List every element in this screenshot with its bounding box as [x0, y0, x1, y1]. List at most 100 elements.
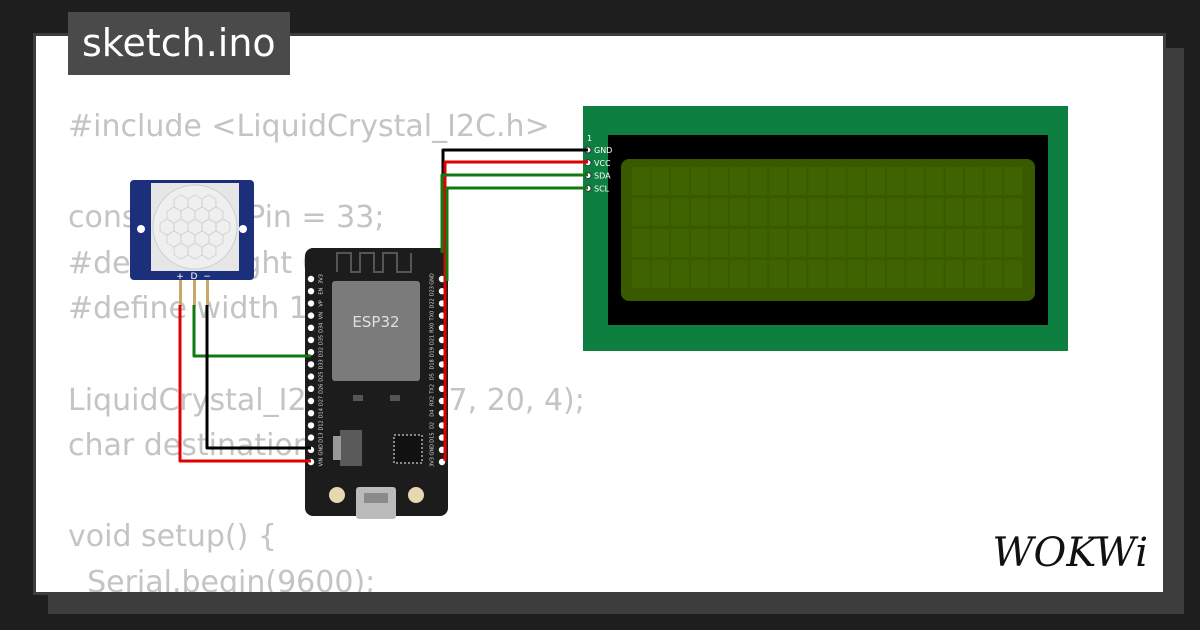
- pir-leg-vcc: [179, 280, 182, 306]
- esp32-pin-left[interactable]: [307, 288, 315, 295]
- esp32-pin-left[interactable]: [307, 434, 315, 441]
- lcd-cell: [926, 198, 944, 226]
- lcd-cell: [847, 260, 866, 288]
- esp32-pin-left[interactable]: [307, 397, 315, 405]
- esp32-pin-label: GND: [430, 444, 436, 456]
- lcd-cell: [828, 260, 846, 288]
- esp32-pin-label: D15: [430, 432, 436, 442]
- lcd-cell: [769, 260, 787, 288]
- smd-part: [390, 395, 400, 401]
- esp32-pin-label: D35: [319, 335, 325, 345]
- esp32-pin-left[interactable]: [307, 336, 315, 344]
- esp32-pin-left[interactable]: [307, 349, 315, 356]
- lcd-pin-label: GND: [594, 146, 612, 155]
- esp32-pin-label: D19: [430, 347, 436, 357]
- pir-sensor[interactable]: + D −: [130, 180, 254, 306]
- regulator: [340, 430, 362, 466]
- lcd-cell: [808, 167, 826, 195]
- lcd-cell: [847, 167, 866, 195]
- file-tab[interactable]: sketch.ino: [68, 12, 290, 75]
- lcd-cell: [710, 229, 728, 257]
- esp32-pin-left[interactable]: [307, 275, 315, 283]
- wire-pir-vcc: [178, 305, 311, 463]
- lcd-cell: [788, 260, 807, 288]
- esp32-pin-label: EN: [319, 287, 325, 294]
- lcd-cell: [965, 260, 983, 288]
- lcd-cell: [632, 198, 650, 226]
- lcd-cell: [808, 229, 826, 257]
- antenna-trace: [336, 252, 412, 273]
- esp32-pin-label: VN: [319, 312, 325, 319]
- esp32-pin-label: D33: [319, 359, 325, 369]
- reset-button[interactable]: [408, 487, 424, 503]
- lcd-cell: [788, 229, 807, 257]
- lcd-cell: [730, 229, 748, 257]
- smd-part: [353, 395, 363, 401]
- esp32-pin-left[interactable]: [307, 385, 315, 392]
- lcd-cell: [867, 167, 885, 195]
- lcd-cell: [710, 167, 728, 195]
- esp32-pin-label: D5: [430, 373, 436, 380]
- esp32-pin-left[interactable]: [307, 312, 315, 319]
- lcd-cell: [671, 167, 689, 195]
- esp32-pin-left[interactable]: [307, 422, 315, 429]
- esp32-pin-left[interactable]: [307, 410, 315, 417]
- lcd-cell: [671, 198, 689, 226]
- wire-pir-out: [192, 305, 311, 358]
- lcd-cell: [945, 198, 964, 226]
- esp32-pin-label: 3V3: [430, 457, 436, 467]
- pir-leg-out: [193, 280, 196, 306]
- lcd-cell: [632, 260, 650, 288]
- esp32-pin-label: D23: [430, 286, 436, 296]
- code-line: Serial.begin(9600);: [68, 564, 376, 595]
- lcd-cell: [651, 229, 670, 257]
- esp32-pin-label: D32: [319, 347, 325, 357]
- lcd-cell: [651, 260, 670, 288]
- esp32-pin-left[interactable]: [307, 300, 315, 307]
- lcd-cell: [926, 229, 944, 257]
- lcd-cell: [867, 260, 885, 288]
- mount-hole: [137, 225, 145, 233]
- lcd-cell: [749, 167, 768, 195]
- esp32-pin-label: VP: [319, 300, 325, 306]
- lcd-cell: [984, 167, 1003, 195]
- esp32-pin-left[interactable]: [307, 324, 315, 331]
- esp32-board[interactable]: ESP32 3V3ENVPVND34D35D32D33D25D26D27D14D…: [305, 248, 448, 519]
- lcd-cell: [965, 229, 983, 257]
- esp32-pin-label: GND: [319, 444, 325, 456]
- code-line: #include <LiquidCrystal_I2C.h>: [68, 109, 550, 144]
- lcd-cell: [867, 198, 885, 226]
- lcd-cell: [945, 167, 964, 195]
- esp32-pin-label: D4: [430, 410, 436, 417]
- lcd-cell: [1004, 198, 1022, 226]
- lcd-cell: [730, 198, 748, 226]
- esp32-pin-left[interactable]: [307, 373, 315, 380]
- mount-hole: [239, 225, 247, 233]
- esp32-pin-label: D27: [319, 396, 325, 406]
- lcd-cell: [710, 198, 728, 226]
- pir-pin-out-label: D: [191, 272, 198, 282]
- esp32-pin-left[interactable]: [307, 361, 315, 368]
- esp32-pin-label: RX2: [430, 396, 436, 406]
- lcd-cell: [769, 198, 787, 226]
- lcd-cell: [788, 167, 807, 195]
- wire-lcd-gnd: [441, 148, 588, 253]
- lcd-pin-label: VCC: [594, 159, 611, 168]
- wokwi-logo[interactable]: WOKWi: [992, 530, 1148, 576]
- boot-button[interactable]: [329, 487, 345, 503]
- lcd-cell: [886, 229, 905, 257]
- pir-lens-cell: [201, 242, 217, 260]
- esp32-pin-label: RX0: [430, 323, 436, 333]
- lcd-cell: [984, 198, 1003, 226]
- lcd-pin-label: SDA: [594, 172, 611, 181]
- lcd-cell: [945, 229, 964, 257]
- lcd-cell: [788, 198, 807, 226]
- code-line: char destination: [68, 428, 312, 464]
- lcd-character-grid: [632, 167, 1022, 288]
- lcd-cell: [906, 260, 924, 288]
- lcd-cell: [906, 198, 924, 226]
- lcd-cell: [926, 260, 944, 288]
- pir-lens: [152, 184, 238, 270]
- lcd-cell: [886, 260, 905, 288]
